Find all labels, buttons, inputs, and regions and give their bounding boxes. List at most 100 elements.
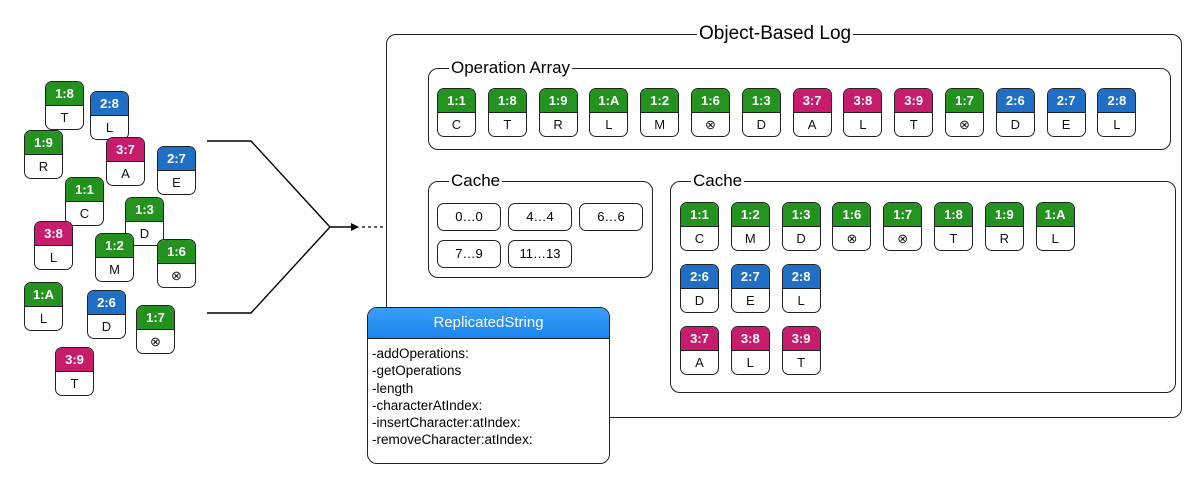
operation-character: L	[859, 117, 867, 132]
operation-id: 1:6	[692, 89, 729, 113]
operation-id: 1:1	[66, 178, 103, 202]
operation-id: 1:3	[126, 198, 163, 222]
operation-id: 1:A	[590, 89, 628, 113]
operation-card: 1:6⊗	[832, 202, 872, 251]
operation-id: 2:7	[731, 265, 769, 289]
operation-character: ⊗	[897, 231, 909, 246]
range-cache-title: Cache	[449, 171, 503, 190]
operation-id: 3:7	[793, 89, 831, 113]
operation-id: 3:8	[35, 222, 72, 246]
operation-character: M	[744, 231, 756, 246]
operation-character: E	[745, 293, 755, 308]
range-item: 7…9	[437, 240, 501, 268]
operation-character: ⊗	[150, 334, 161, 349]
range-item: 4…4	[508, 203, 572, 231]
merge-bracket	[207, 140, 331, 314]
operation-id: 2:8	[91, 92, 128, 116]
operation-id: 2:6	[681, 265, 718, 289]
operation-character: C	[694, 231, 705, 246]
operation-id: 2:7	[1047, 89, 1085, 113]
replicated-string-class: ReplicatedString -addOperations: -getOpe…	[367, 307, 610, 464]
range-item: 11…13	[508, 240, 572, 268]
operation-character: L	[1051, 231, 1059, 246]
operation-id: 2:7	[158, 147, 195, 171]
operation-character: T	[949, 231, 958, 246]
method: -length	[372, 380, 414, 396]
operation-character: R	[38, 159, 49, 174]
operation-id: 1:2	[731, 203, 769, 227]
operation-character: D	[101, 319, 112, 334]
operation-character: D	[694, 293, 705, 308]
operation-character: L	[39, 311, 48, 326]
operation-character: D	[139, 226, 150, 241]
operation-id: 1:3	[782, 203, 820, 227]
operation-id: 1:2	[641, 89, 679, 113]
operation-id: 3:8	[844, 89, 882, 113]
operation-character: D	[1010, 117, 1020, 132]
operation-card: 1:6⊗	[691, 88, 730, 137]
operation-character: L	[605, 117, 613, 132]
operation-card: 1:A L	[589, 88, 629, 137]
operation-id: 1:7	[137, 306, 174, 330]
operation-id: 1:9	[539, 89, 577, 113]
method: -getOperations	[372, 363, 462, 379]
operation-character: A	[695, 355, 704, 370]
operation-character: L	[105, 120, 114, 135]
operation-array-title: Operation Array	[449, 58, 573, 77]
operation-id: 1:7	[946, 89, 983, 113]
operation-character: T	[909, 117, 918, 132]
operation-character: T	[503, 117, 512, 132]
operation-character: M	[109, 262, 120, 277]
object-based-log-title: Object-Based Log	[697, 23, 854, 44]
operation-character: A	[807, 117, 817, 132]
operation-character: T	[70, 376, 79, 391]
operation-character: ⊗	[846, 231, 858, 246]
operation-id: 1:8	[46, 82, 83, 106]
operation-character: C	[451, 117, 462, 132]
range-item: 0…0	[437, 203, 501, 231]
operation-character: D	[756, 117, 766, 132]
operation-cache-title: Cache	[691, 171, 745, 190]
operation-id: 1:9	[25, 131, 62, 155]
operation-id: 1:7	[884, 203, 922, 227]
operation-card: 1:7 ⊗	[136, 305, 175, 354]
operation-id: 3:9	[782, 327, 820, 351]
operation-id: 1:2	[96, 234, 133, 258]
operation-character: M	[654, 117, 666, 132]
operation-id: 3:8	[731, 327, 769, 351]
operation-character: E	[172, 175, 181, 190]
method: -removeCharacter:atIndex:	[372, 432, 533, 448]
operation-character: T	[797, 355, 806, 370]
operation-id: 2:8	[1098, 89, 1136, 113]
method-list: -addOperations: -getOperations -length -…	[368, 339, 609, 449]
operation-id: 1:3	[742, 89, 780, 113]
operation-id: 1:1	[681, 203, 718, 227]
operation-id: 2:6	[88, 291, 125, 315]
